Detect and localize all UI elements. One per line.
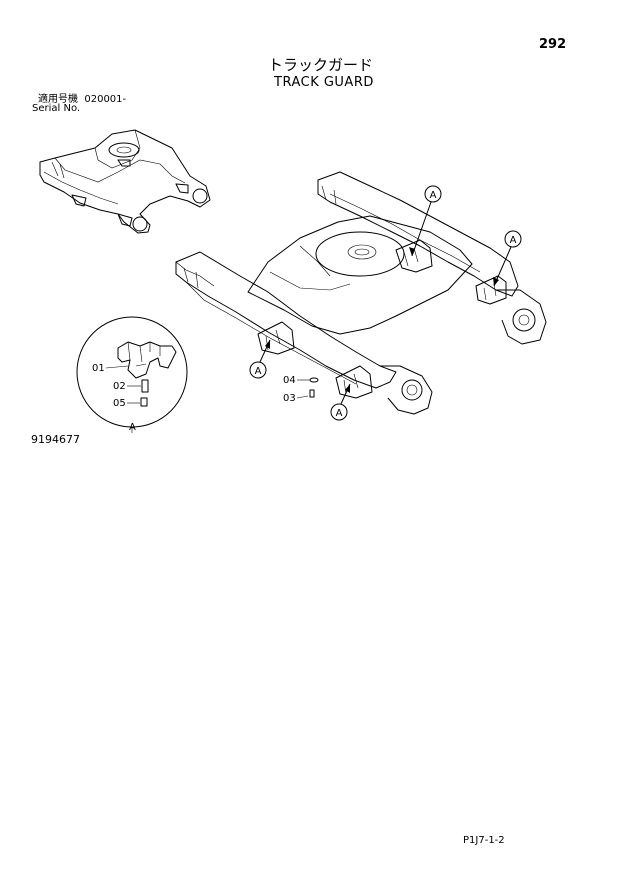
callout-a-1: A — [430, 190, 437, 201]
callout-a-group: A A A A — [249, 185, 522, 421]
page-title-japanese: トラックガード — [268, 56, 374, 74]
callout-a-4: A — [336, 408, 343, 419]
page-number: 292 — [539, 37, 567, 52]
callout-a-2: A — [510, 235, 517, 246]
figure-id: 9194677 — [31, 433, 80, 446]
serial-label-english: Serial No. — [32, 103, 81, 114]
part-label-04: 04 — [283, 375, 296, 386]
serial-applicability: 適用号機 020001- — [38, 95, 126, 105]
serial-label-japanese: 適用号機 — [38, 94, 78, 105]
overview-undercarriage-illustration — [39, 129, 211, 234]
part-label-02: 02 — [113, 381, 126, 392]
footer-page-code: P1J7-1-2 — [463, 835, 505, 846]
part-label-03: 03 — [283, 393, 296, 404]
serial-number-range: 020001- — [84, 94, 127, 105]
undercarriage-main-frame — [175, 171, 547, 415]
page-title-english: TRACK GUARD — [274, 75, 374, 90]
detail-view-label: A — [129, 422, 136, 433]
frame-fastener-parts: 04 03 — [283, 375, 319, 404]
part-label-05: 05 — [113, 398, 126, 409]
part-label-01: 01 — [92, 363, 105, 374]
callout-a-3: A — [255, 366, 262, 377]
detail-view-a: 01 02 05 A — [76, 316, 188, 433]
